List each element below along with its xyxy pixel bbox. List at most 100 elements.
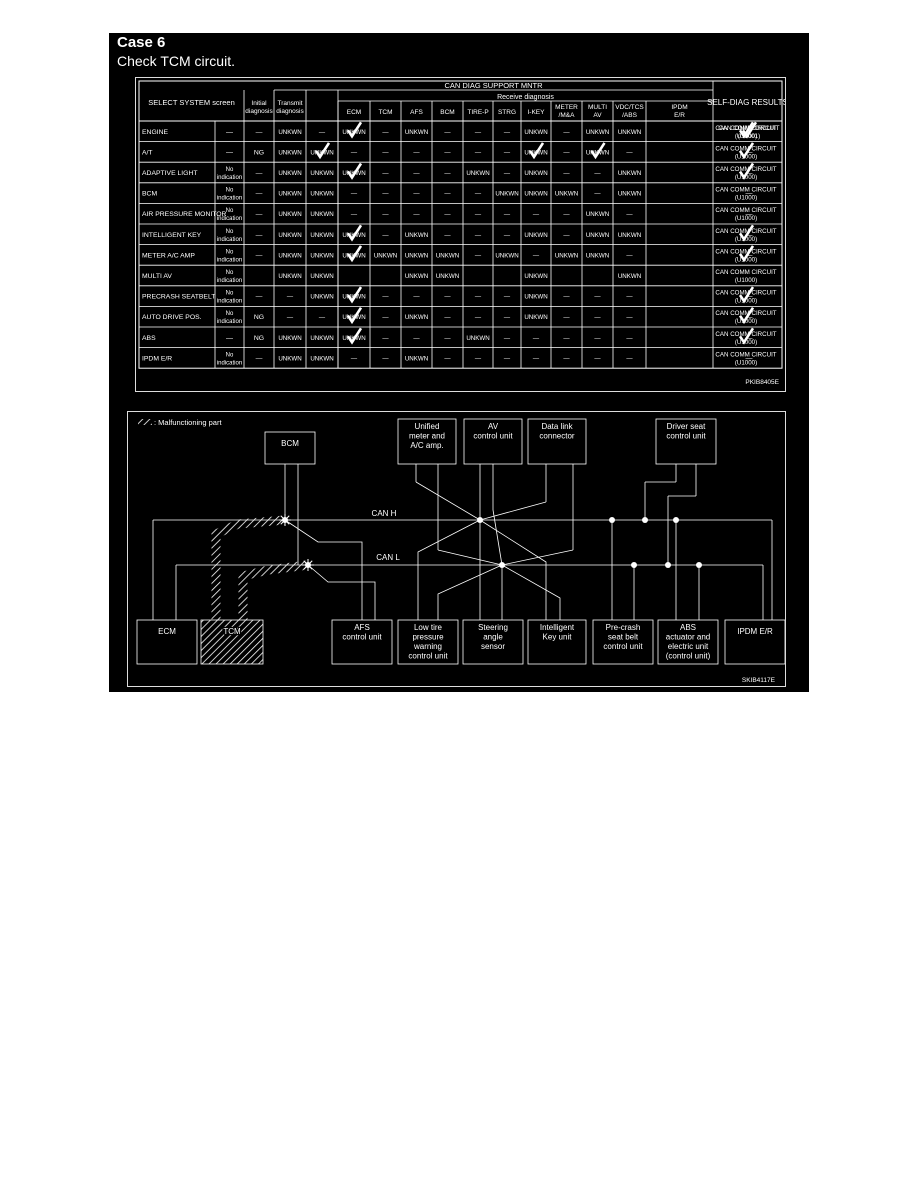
- receive-column-header: /M&A: [559, 112, 576, 119]
- check-mark-icon: [738, 162, 755, 180]
- ipdm-label: IPDM E/R: [737, 627, 773, 636]
- dlc-box: [527, 418, 587, 465]
- self-diag-code: (U1000): [735, 195, 757, 202]
- check-mark-icon: [738, 306, 755, 325]
- receive-diagnosis-value: —: [319, 129, 326, 136]
- no-indication-text: indication: [217, 196, 242, 202]
- receive-diagnosis-value: —: [504, 232, 511, 239]
- hatch-legend-icon: [138, 419, 152, 425]
- receive-diagnosis-value: UNKWN: [310, 335, 333, 342]
- transmit-diagnosis-header: Transmit: [277, 100, 302, 107]
- receive-diagnosis-value: —: [504, 314, 511, 321]
- transmit-diagnosis-value: UNKWN: [278, 273, 301, 280]
- receive-diagnosis-value: UNKWN: [436, 252, 459, 259]
- receive-diagnosis-value: —: [444, 294, 451, 301]
- transmit-diagnosis-value: UNKWN: [278, 170, 301, 177]
- system-name: INTELLIGENT KEY: [142, 232, 202, 239]
- initial-diagnosis-value: NG: [254, 149, 264, 156]
- receive-diagnosis-value: —: [382, 149, 389, 156]
- transmit-diagnosis-value: UNKWN: [278, 232, 301, 239]
- receive-diagnosis-value: —: [382, 170, 389, 177]
- initial-diagnosis-value: —: [256, 252, 263, 259]
- initial-diagnosis-header: Initial: [251, 100, 267, 107]
- ecm-label: ECM: [158, 627, 176, 636]
- meter-box: [397, 418, 457, 465]
- junction-dot: [499, 562, 505, 568]
- initial-diagnosis-value: —: [256, 232, 263, 239]
- receive-diagnosis-value: UNKWN: [405, 273, 428, 280]
- receive-diagnosis-value: —: [475, 294, 482, 301]
- transmit-diagnosis-value: UNKWN: [278, 129, 301, 136]
- can-diag-support-header: CAN DIAG SUPPORT MNTR: [444, 81, 543, 90]
- tire-box: [397, 619, 459, 665]
- ikey-label: Key unit: [543, 633, 573, 642]
- receive-diagnosis-value: UNKWN: [405, 252, 428, 259]
- self-diag-result: CAN COMM CIRCUIT: [715, 269, 776, 276]
- self-diag-result: CAN COMM CIRCUIT: [715, 248, 776, 255]
- initial-diagnosis-value: —: [256, 294, 263, 301]
- receive-column-header: I-KEY: [528, 109, 546, 116]
- figure-code: PKIB8405E: [745, 379, 779, 386]
- initial-diagnosis-value: —: [256, 170, 263, 177]
- av-label: control unit: [473, 432, 513, 441]
- select-system-header: SELECT SYSTEM screen: [148, 98, 235, 107]
- receive-diagnosis-value: —: [626, 149, 633, 156]
- dash-text: —: [226, 129, 233, 136]
- precrash-label: Pre-crash: [606, 623, 641, 632]
- self-diag-result: —: [746, 232, 753, 239]
- receive-diagnosis-value: UNKWN: [586, 211, 609, 218]
- junction-dot: [631, 562, 637, 568]
- initial-diagnosis-value: —: [256, 129, 263, 136]
- no-indication-text: No: [226, 352, 234, 358]
- dlc-label: connector: [539, 432, 574, 441]
- receive-diagnosis-value: —: [413, 335, 420, 342]
- junction-dot: [609, 517, 615, 523]
- receive-diagnosis-value: —: [594, 191, 601, 198]
- wire: [417, 519, 481, 620]
- check-mark-icon: [346, 286, 363, 304]
- receive-diagnosis-value: UNKWN: [618, 232, 641, 239]
- receive-diagnosis-value: —: [563, 232, 570, 239]
- receive-diagnosis-value: UNKWN: [436, 273, 459, 280]
- legend-text: : Malfunctioning part: [154, 418, 222, 427]
- no-indication-text: No: [226, 311, 234, 317]
- receive-diagnosis-value: —: [504, 335, 511, 342]
- initial-diagnosis-header: diagnosis: [245, 108, 273, 115]
- self-diag-result: —: [746, 170, 753, 177]
- receive-diagnosis-value: UNKWN: [555, 191, 578, 198]
- receive-diagnosis-value: UNKWN: [374, 252, 397, 259]
- receive-diagnosis-value: UNKWN: [466, 335, 489, 342]
- receive-diagnosis-value: —: [444, 170, 451, 177]
- tcm-box: [200, 619, 264, 665]
- receive-diagnosis-value: —: [533, 335, 540, 342]
- meter-label: A/C amp.: [410, 441, 443, 450]
- self-diag-result: —: [746, 335, 753, 342]
- initial-diagnosis-value: —: [256, 191, 263, 198]
- check-mark-icon: [738, 286, 755, 304]
- wire: [284, 519, 363, 620]
- receive-diagnosis-value: —: [382, 232, 389, 239]
- meter-label: Unified: [415, 422, 440, 431]
- receive-diagnosis-value: —: [563, 355, 570, 362]
- no-indication-text: No: [226, 167, 234, 173]
- receive-diagnosis-value: —: [444, 335, 451, 342]
- receive-diagnosis-value: —: [504, 129, 511, 136]
- wire: [437, 549, 503, 566]
- self-diag-result: CAN COMM CIRCUIT: [715, 166, 776, 173]
- junction-dot: [665, 562, 671, 568]
- self-diag-result: —: [746, 252, 753, 259]
- case-subtitle: Check TCM circuit.: [117, 53, 235, 69]
- transmit-diagnosis-value: UNKWN: [278, 335, 301, 342]
- ecm-box: [136, 619, 198, 665]
- system-name: METER A/C AMP: [142, 252, 195, 259]
- self-diag-result: CAN COMM CIRCUIT: [718, 125, 779, 132]
- av-label: AV: [488, 422, 499, 431]
- receive-diagnosis-value: UNKWN: [618, 170, 641, 177]
- system-name: PRECRASH SEATBELT: [142, 294, 215, 301]
- dash-text: —: [226, 335, 233, 342]
- can-l-label: CAN L: [376, 553, 400, 562]
- receive-diagnosis-value: —: [594, 314, 601, 321]
- receive-diagnosis-value: UNKWN: [310, 294, 333, 301]
